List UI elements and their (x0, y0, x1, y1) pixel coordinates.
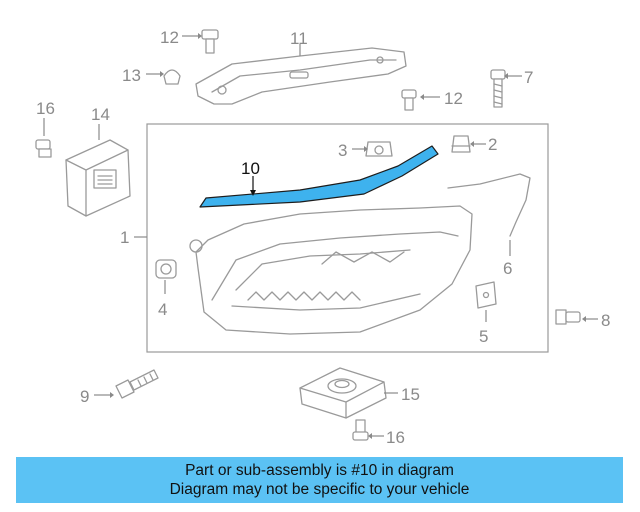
callout-16-left: 16 (36, 99, 55, 118)
callout-12-top: 12 (160, 28, 179, 47)
part-11-bracket[interactable] (195, 47, 407, 105)
banner-line-part: Part or sub-assembly is #10 in diagram (185, 462, 454, 479)
part-14-control-module[interactable] (65, 139, 131, 217)
callout-14: 14 (91, 105, 110, 124)
callout-6: 6 (503, 259, 512, 278)
part-3-adjuster[interactable] (365, 141, 393, 157)
parts-diagram: 11 12 13 7 12 16 14 (35, 28, 610, 447)
callout-9: 9 (80, 387, 89, 406)
callout-11: 11 (290, 29, 308, 48)
part-2-grommet[interactable] (451, 135, 471, 153)
part-1-headlamp[interactable] (189, 205, 473, 335)
part-13-clip[interactable] (163, 69, 181, 85)
callout-12-mid: 12 (444, 89, 463, 108)
part-12-screw-top[interactable] (201, 29, 219, 54)
callout-16-bottom: 16 (386, 428, 405, 447)
part-5-clip[interactable] (475, 281, 497, 309)
callout-10: 10 (241, 159, 260, 178)
assembly-box (146, 123, 549, 353)
callout-5: 5 (479, 327, 488, 346)
callout-2: 2 (488, 135, 497, 154)
part-16-screw-bottom[interactable] (352, 419, 369, 441)
part-10-seal-strip[interactable] (199, 145, 439, 208)
part-9-bolt[interactable] (115, 369, 159, 399)
part-15-ballast[interactable] (299, 367, 387, 419)
part-6-seal-wire[interactable] (447, 173, 531, 237)
callout-8: 8 (601, 311, 610, 330)
part-12-screw-mid[interactable] (401, 89, 417, 111)
callout-4: 4 (158, 300, 167, 319)
banner-line-disclaimer: Diagram may not be specific to your vehi… (169, 481, 470, 498)
callout-13: 13 (122, 66, 141, 85)
part-16-screw-left[interactable] (35, 139, 52, 158)
callout-3: 3 (338, 141, 347, 160)
callout-15: 15 (401, 385, 420, 404)
part-7-bolt[interactable] (490, 69, 506, 108)
part-4-socket[interactable] (155, 259, 177, 279)
part-8-screw[interactable] (555, 309, 581, 325)
info-banner: Part or sub-assembly is #10 in diagram D… (16, 457, 623, 503)
callout-1: 1 (120, 228, 129, 247)
callout-7: 7 (524, 68, 533, 87)
